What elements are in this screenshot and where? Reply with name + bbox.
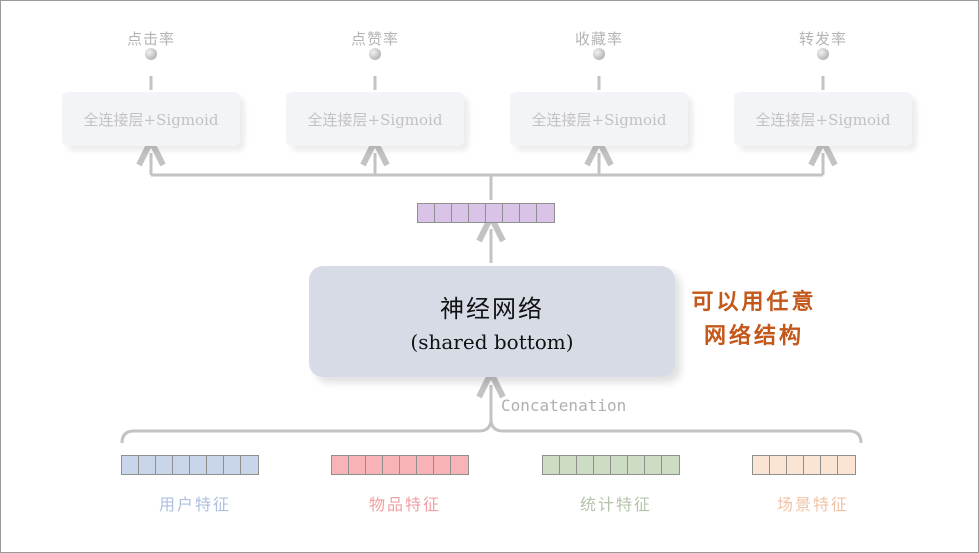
vector-cell <box>418 204 435 222</box>
concatenation-brace <box>120 418 863 444</box>
vector-cell <box>611 456 628 474</box>
context-feature-vector <box>752 455 856 475</box>
vector-cell <box>577 456 594 474</box>
vector-cell <box>628 456 645 474</box>
note-line-1: 可以用任意 <box>691 289 817 315</box>
fc-sigmoid-head-4: 全连接层+Sigmoid <box>734 92 912 146</box>
vector-cell <box>139 456 156 474</box>
vector-cell <box>452 204 469 222</box>
statistic-feature-vector <box>542 455 680 475</box>
vector-cell <box>332 456 349 474</box>
task-label-share-rate: 转发率 <box>798 30 847 48</box>
vector-cell <box>434 456 451 474</box>
vector-cell <box>594 456 611 474</box>
shared-bottom-subtitle: (shared bottom) <box>410 330 574 354</box>
user-feature-vector <box>121 455 259 475</box>
vector-cell <box>207 456 224 474</box>
fc-sigmoid-head-3: 全连接层+Sigmoid <box>510 92 688 146</box>
vector-cell <box>804 456 821 474</box>
fc-sigmoid-head-2: 全连接层+Sigmoid <box>286 92 464 146</box>
vector-cell <box>486 204 503 222</box>
vector-cell <box>838 456 855 474</box>
vector-cell <box>560 456 577 474</box>
vector-cell <box>366 456 383 474</box>
vector-cell <box>224 456 241 474</box>
task-output-node <box>369 48 381 60</box>
vector-cell <box>417 456 434 474</box>
vector-cell <box>537 204 554 222</box>
task-label-like-rate: 点赞率 <box>350 30 399 48</box>
vector-cell <box>349 456 366 474</box>
shared-bottom-network: 神经网络 (shared bottom) <box>309 266 675 377</box>
vector-cell <box>543 456 560 474</box>
item-feature-label: 物品特征 <box>368 495 441 514</box>
shared-output-vector <box>417 203 555 223</box>
note-line-2: 网络结构 <box>703 323 804 349</box>
vector-cell <box>383 456 400 474</box>
shared-bottom-title: 神经网络 <box>440 295 544 323</box>
vector-cell <box>435 204 452 222</box>
vector-cell <box>173 456 190 474</box>
vector-cell <box>451 456 468 474</box>
vector-cell <box>520 204 537 222</box>
vector-cell <box>787 456 804 474</box>
fc-sigmoid-head-1: 全连接层+Sigmoid <box>62 92 240 146</box>
vector-cell <box>503 204 520 222</box>
vector-cell <box>753 456 770 474</box>
vector-cell <box>770 456 787 474</box>
task-output-node <box>817 48 829 60</box>
vector-cell <box>241 456 258 474</box>
task-label-ctr: 点击率 <box>126 30 175 48</box>
vector-cell <box>645 456 662 474</box>
item-feature-vector <box>331 455 469 475</box>
statistic-feature-label: 统计特征 <box>579 495 652 514</box>
vector-cell <box>821 456 838 474</box>
vector-cell <box>122 456 139 474</box>
vector-cell <box>662 456 679 474</box>
vector-cell <box>400 456 417 474</box>
vector-cell <box>190 456 207 474</box>
user-feature-label: 用户特征 <box>158 495 231 514</box>
vector-cell <box>156 456 173 474</box>
task-output-node <box>593 48 605 60</box>
task-output-node <box>145 48 157 60</box>
vector-cell <box>469 204 486 222</box>
concatenation-label: Concatenation <box>501 396 627 415</box>
context-feature-label: 场景特征 <box>776 495 849 514</box>
task-label-collect-rate: 收藏率 <box>574 30 623 48</box>
